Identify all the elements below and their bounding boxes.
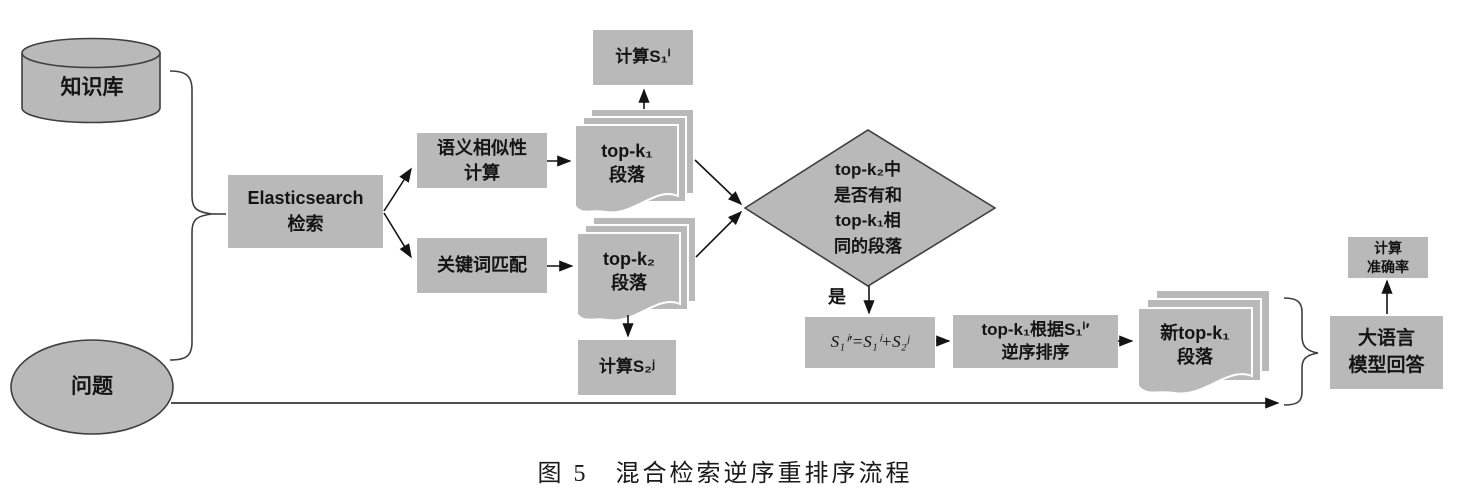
topk2-label: top-k₂ 段落 (603, 248, 655, 293)
knowledge-base-cylinder (21, 37, 161, 124)
decision-diamond (743, 129, 997, 287)
accuracy-box: 计算 准确率 (1348, 237, 1428, 278)
yes-branch-label: 是 (828, 286, 846, 307)
decision-label: top-k₂中 是否有和 top-k₁相 同的段落 (834, 160, 902, 256)
connector-arrows (171, 88, 1393, 409)
topk1-document-stack (574, 108, 695, 214)
new-topk1-document-stack (1137, 289, 1271, 395)
keyword-match-box: 关键词匹配 (417, 238, 547, 293)
calc-s2-box: 计算S₂ʲ (578, 340, 676, 395)
calc-s1-box: 计算S₁ⁱ (593, 30, 693, 85)
arrow-topk2-to-decision (695, 210, 743, 258)
topk2-document-stack (576, 216, 697, 322)
arrow-es-to-semantic (383, 167, 412, 212)
score-formula-box: S₁ⁱ′=S₁ⁱ+S₂ʲ (805, 317, 935, 368)
right-brace (1283, 297, 1319, 406)
arrow-topk1-to-decision (694, 159, 743, 206)
arrow-es-to-keyword (383, 212, 412, 259)
elasticsearch-box: Elasticsearch 检索 (228, 175, 383, 248)
figure-caption: 图 5 混合检索逆序重排序流程 (537, 460, 913, 487)
topk1-label: top-k₁ 段落 (601, 140, 653, 185)
question-label: 问题 (71, 375, 113, 399)
knowledge-base-label: 知识库 (60, 75, 124, 99)
semantic-similarity-box: 语义相似性 计算 (417, 133, 547, 188)
new-topk1-label: 新top-k₁ 段落 (1160, 322, 1230, 367)
llm-answer-box: 大语言 模型回答 (1330, 316, 1443, 389)
reverse-sort-box: top-k₁根据S₁ⁱ′ 逆序排序 (953, 315, 1118, 368)
question-ellipse (10, 339, 174, 435)
left-brace (169, 70, 226, 361)
